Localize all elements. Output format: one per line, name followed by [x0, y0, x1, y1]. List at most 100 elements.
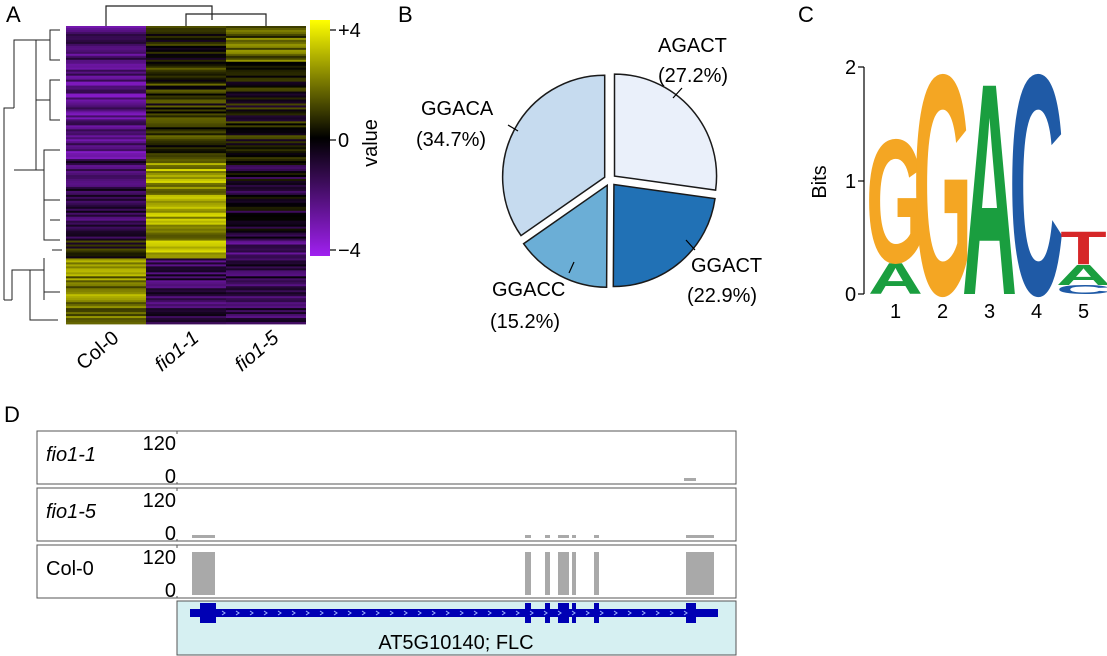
heatmap-cell: [66, 26, 146, 29]
heatmap-cell: [146, 127, 226, 130]
heatmap-cell: [66, 192, 146, 196]
heatmap-cell: [226, 131, 306, 134]
strand-chevron: [515, 610, 520, 616]
heatmap-cell: [66, 316, 146, 319]
heatmap-cell: [226, 151, 306, 154]
heatmap-cell: [66, 286, 146, 289]
heatmap-cell: [146, 155, 226, 158]
heatmap-cell: [146, 29, 226, 33]
heatmap-cell: [226, 262, 306, 265]
strand-chevron: [403, 610, 408, 616]
heatmap-cell: [66, 292, 146, 295]
heatmap-cell: [146, 262, 226, 265]
heatmap-cell: [146, 71, 226, 75]
heatmap-cell: [146, 232, 226, 235]
heatmap-cell: [66, 97, 146, 100]
heatmap-cell: [66, 175, 146, 178]
track-name: Col-0: [46, 558, 94, 580]
heatmap-cell: [66, 272, 146, 275]
track-ymin: 0: [165, 580, 176, 602]
heatmap-cell: [66, 167, 146, 170]
heatmap-cell: [146, 53, 226, 57]
heatmap-cell: [66, 163, 146, 166]
gene-exon: [572, 603, 576, 623]
heatmap-cell: [146, 27, 226, 31]
logo-position-tick: 4: [1031, 301, 1042, 323]
column-dendrogram: [105, 5, 267, 26]
heatmap-cell: [226, 111, 306, 114]
strand-chevron: [277, 610, 282, 616]
gene-exon: [200, 603, 216, 623]
heatmap-cell: [226, 175, 306, 178]
heatmap-cell: [226, 137, 306, 140]
heatmap-cell: [66, 71, 146, 75]
heatmap-cell: [226, 117, 306, 120]
heatmap-cell: [66, 87, 146, 90]
strand-chevron: [459, 610, 464, 616]
heatmap-cell: [226, 224, 306, 228]
track-ymin: 0: [165, 523, 176, 545]
heatmap-cell: [226, 33, 306, 37]
heatmap-cell: [66, 69, 146, 73]
heatmap-cell: [66, 274, 146, 277]
heatmap-cell: [146, 200, 226, 204]
strand-chevron: [361, 610, 366, 616]
heatmap-cell: [66, 133, 146, 136]
logo-position-tick: 1: [890, 301, 901, 323]
heatmap-cell: [146, 184, 226, 188]
heatmap-cell: [146, 236, 226, 239]
heatmap-cell: [146, 224, 226, 228]
heatmap-cell: [226, 155, 306, 158]
heatmap-cell: [66, 101, 146, 104]
heatmap-cell: [226, 192, 306, 196]
heatmap-cell: [146, 240, 226, 243]
heatmap-cell: [66, 103, 146, 106]
heatmap-cell: [146, 93, 226, 96]
coverage-bar: [594, 535, 599, 538]
heatmap-cell: [226, 226, 306, 230]
strand-chevron: [641, 610, 646, 616]
heatmap-cell: [66, 93, 146, 96]
heatmap-cell: [146, 115, 226, 118]
heatmap-cell: [146, 39, 226, 43]
heatmap-cell: [146, 292, 226, 295]
heatmap-cell: [146, 175, 226, 178]
heatmap-cell: [226, 119, 306, 122]
heatmap-cell: [226, 216, 306, 220]
heatmap-cell: [146, 109, 226, 112]
heatmap-cell: [146, 182, 226, 186]
pie-chart: [501, 73, 718, 289]
heatmap-cell: [66, 75, 146, 79]
heatmap-cell: [226, 31, 306, 35]
heatmap-cell: [66, 228, 146, 232]
heatmap-cell: [226, 212, 306, 216]
gene-track: AT5G10140; FLC: [176, 600, 737, 656]
heatmap-cell: [226, 254, 306, 257]
heatmap-cell: [66, 314, 146, 317]
heatmap-cell: [66, 77, 146, 81]
heatmap-cell: [226, 218, 306, 222]
heatmap-cell: [226, 274, 306, 277]
heatmap-cell: [226, 37, 306, 41]
heatmap-cell: [66, 65, 146, 69]
heatmap-cell: [66, 218, 146, 222]
heatmap-cell: [146, 268, 226, 271]
gene-exon: [525, 603, 531, 623]
heatmap-cell: [226, 248, 306, 251]
heatmap-cell: [146, 188, 226, 192]
pie-slice-ggaca: [501, 74, 606, 237]
heatmap-cell: [66, 250, 146, 253]
heatmap-cell: [226, 89, 306, 92]
heatmap-cell: [226, 266, 306, 269]
heatmap-cell: [66, 165, 146, 168]
heatmap-cell: [226, 29, 306, 33]
heatmap-cell: [146, 51, 226, 55]
coverage-track: [176, 487, 737, 542]
colorbar-title: value: [360, 119, 382, 167]
heatmap-cell: [66, 184, 146, 188]
heatmap-cell: [146, 298, 226, 301]
heatmap-cell: [146, 258, 226, 261]
heatmap-cell: [146, 204, 226, 208]
